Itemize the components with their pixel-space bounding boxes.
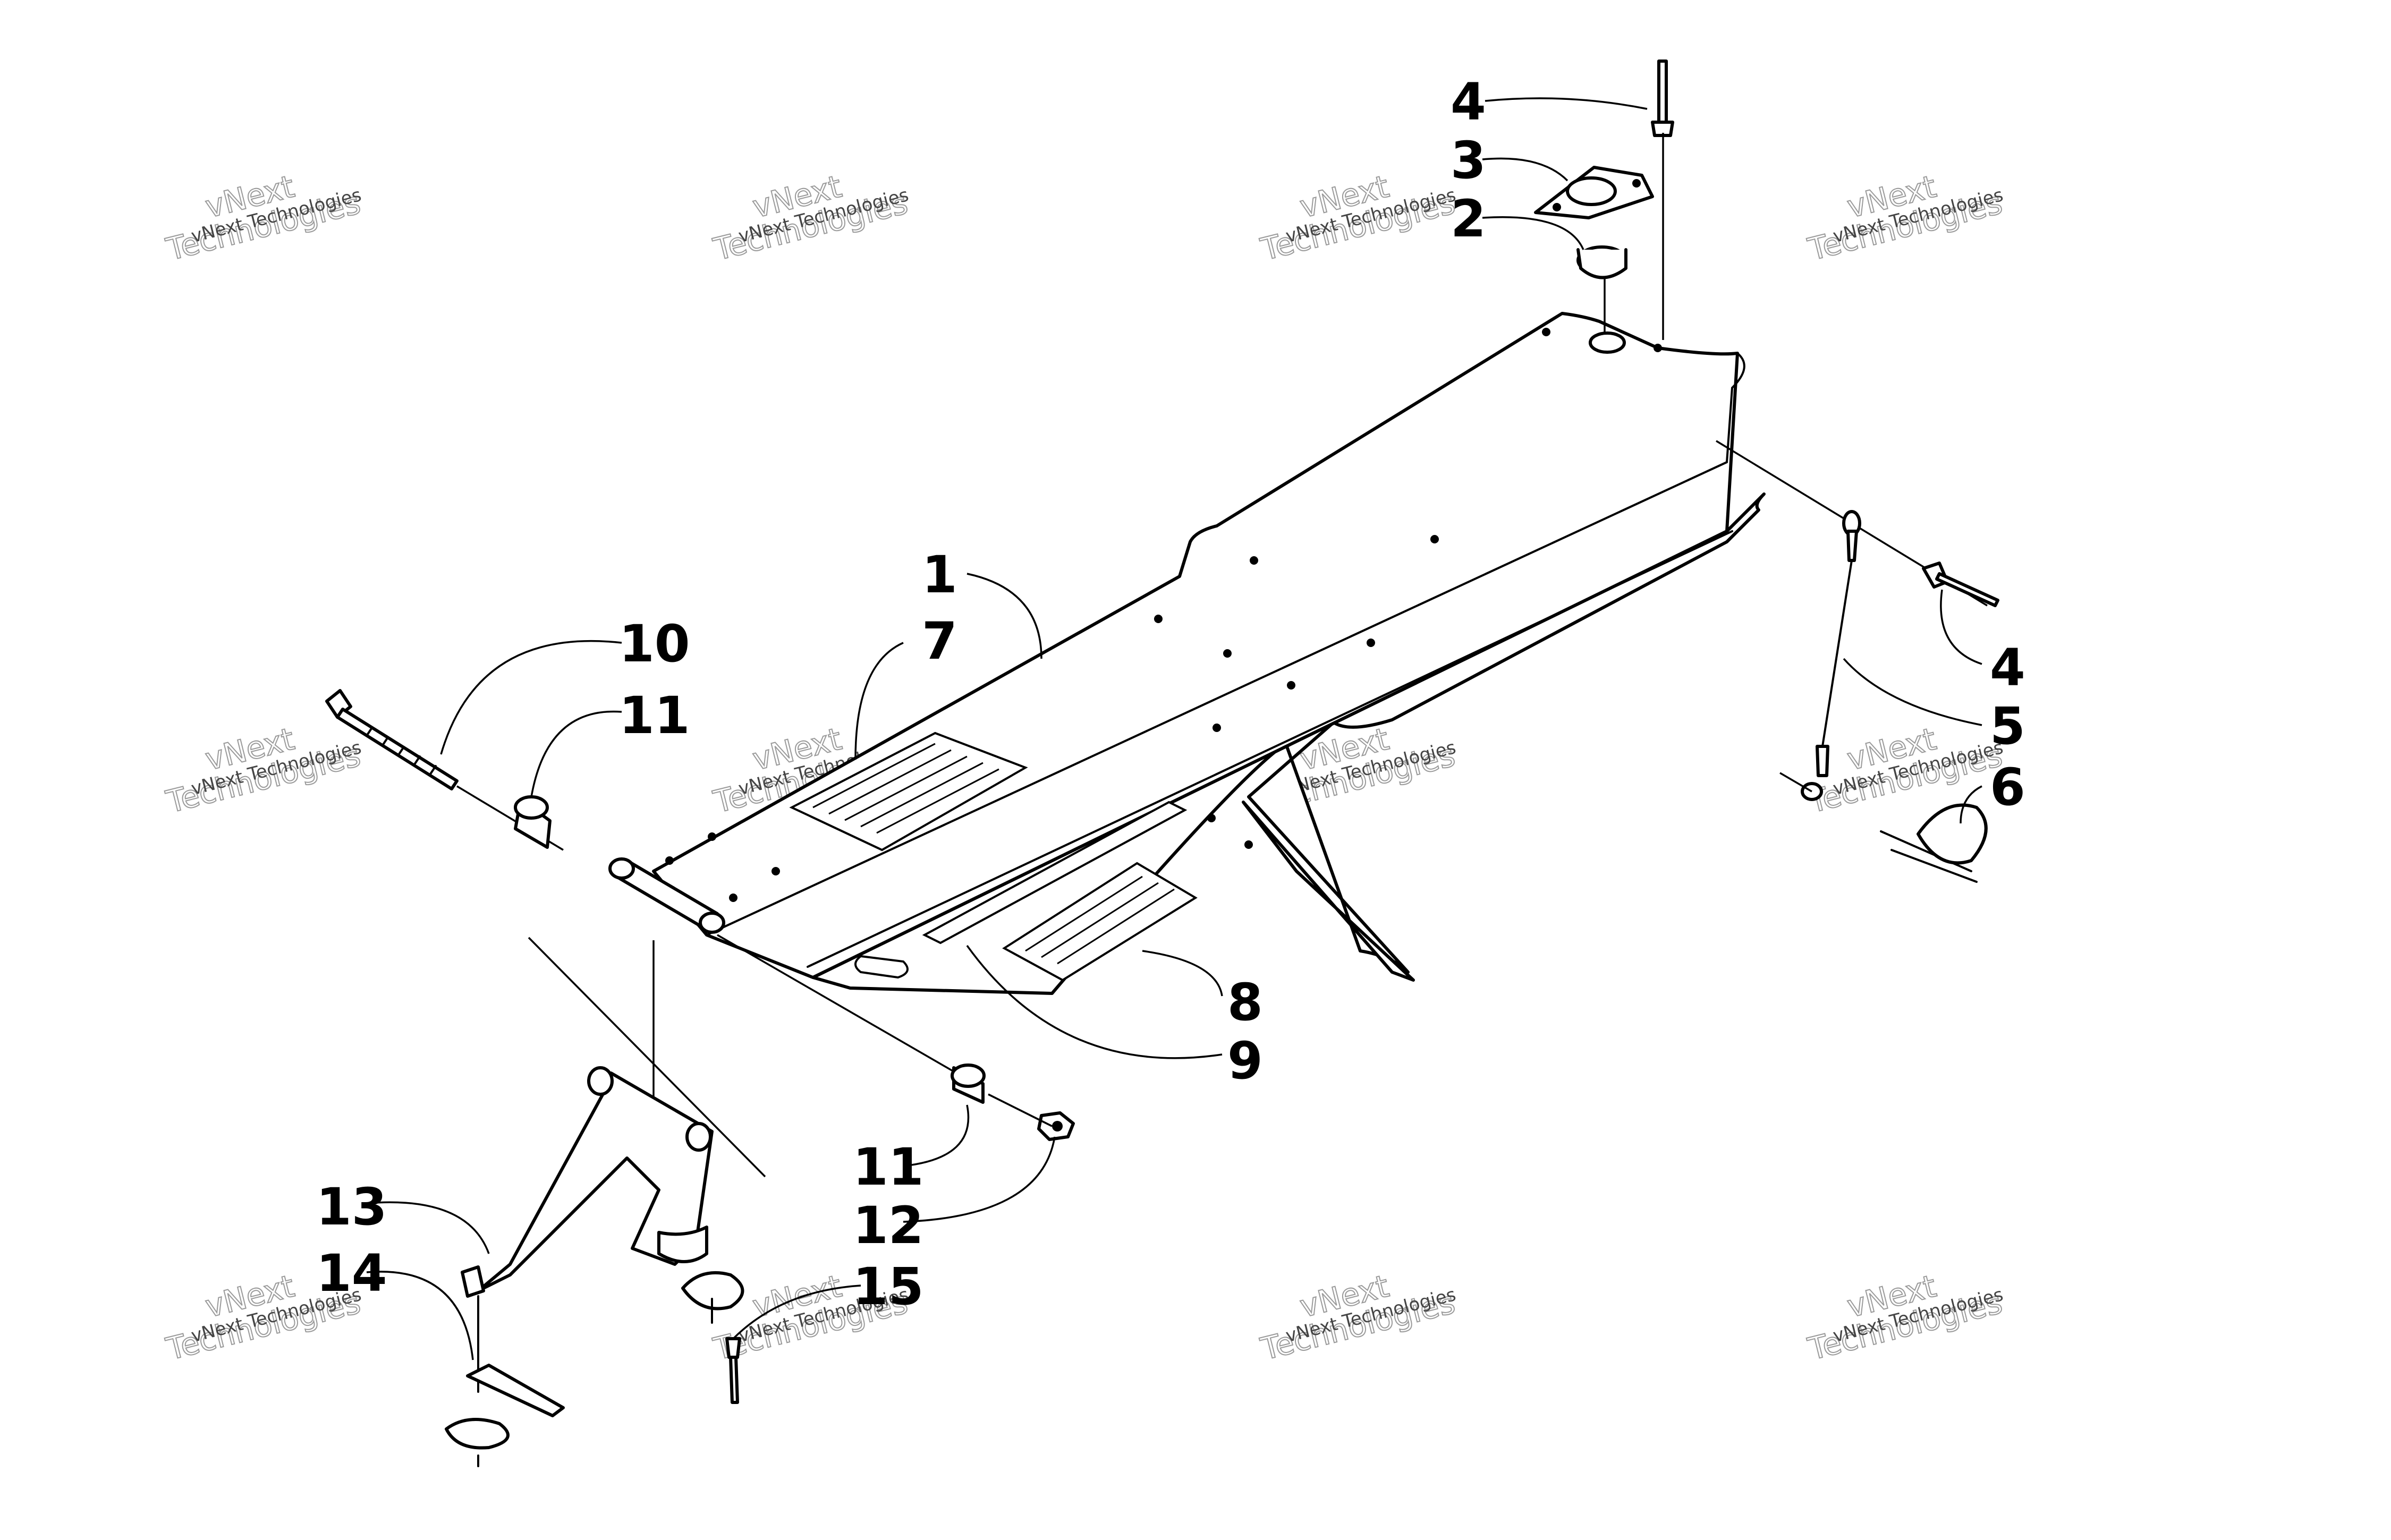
callout-11-lower: 11 <box>853 1137 924 1197</box>
callout-15: 15 <box>853 1257 924 1316</box>
callout-5: 5 <box>1990 696 2025 756</box>
washer-15 <box>681 1271 744 1311</box>
callout-1: 1 <box>922 545 957 605</box>
bracket-3 <box>1534 166 1654 219</box>
callout-6: 6 <box>1990 758 2025 817</box>
rear-tab <box>1242 801 1415 982</box>
callout-2: 2 <box>1451 189 1486 249</box>
rivet-4-top <box>1651 59 1674 137</box>
logo-decal-9 <box>854 801 1188 979</box>
watermark: Technologies vNext vNext Technologies <box>1257 168 1459 268</box>
strap-14 <box>445 1265 565 1467</box>
bolt-10 <box>325 689 459 790</box>
rivet-4-right <box>1922 561 1999 607</box>
warning-decal-8 <box>1002 862 1198 982</box>
callout-8: 8 <box>1227 973 1263 1032</box>
callout-12: 12 <box>853 1196 924 1255</box>
watermark: Technologies vNext vNext Technologies <box>162 168 364 268</box>
running-board <box>608 312 1766 995</box>
running-board-deck <box>652 312 1739 979</box>
watermark: Technologies vNext vNext Technologies <box>1804 168 2006 268</box>
callout-7: 7 <box>922 611 957 671</box>
watermark: Technologies vNext vNext Technologies <box>709 168 912 268</box>
running-board-fold <box>706 461 1728 936</box>
callout-4-right: 4 <box>1990 638 2025 697</box>
deck-grommet-hole <box>1589 331 1626 354</box>
running-board-fold-2 <box>807 530 1733 968</box>
watermark: Technologies vNext vNext Technologies <box>1257 1267 1459 1368</box>
callout-13: 13 <box>316 1177 387 1237</box>
rivet-15 <box>711 1298 741 1404</box>
spacer-11-lower <box>951 1063 986 1104</box>
axis-line-pin <box>1779 772 1812 793</box>
grommet-2 <box>1576 245 1627 279</box>
deck-holes <box>665 328 1662 902</box>
callout-labels: 4 3 2 1 7 10 11 4 5 6 8 9 11 12 13 14 15 <box>316 72 2025 1316</box>
watermark: Technologies vNext vNext Technologies <box>1804 1267 2006 1368</box>
callout-4-top: 4 <box>1451 72 1486 132</box>
watermark: Technologies vNext vNext Technologies <box>162 720 364 821</box>
bracket-13 <box>477 1066 714 1292</box>
pin-6 <box>1880 803 1988 883</box>
callout-9: 9 <box>1227 1031 1263 1091</box>
cable-5 <box>1801 510 1861 801</box>
axis-line-nut <box>988 1093 1053 1127</box>
callout-10: 10 <box>619 614 690 674</box>
callout-3: 3 <box>1451 131 1486 190</box>
nut-12 <box>1037 1111 1075 1141</box>
running-board-side <box>1726 352 1745 463</box>
spacer-11-upper <box>514 795 552 849</box>
warning-decal-7 <box>789 731 1028 852</box>
axis-line-bushing <box>717 934 957 1074</box>
hinge-tube <box>608 857 725 934</box>
axis-line-grommet <box>1604 133 1664 340</box>
axis-line-bracket <box>528 937 766 1178</box>
callout-14: 14 <box>316 1244 387 1303</box>
callout-11-upper: 11 <box>619 686 690 745</box>
leader-lines <box>366 97 1982 1360</box>
